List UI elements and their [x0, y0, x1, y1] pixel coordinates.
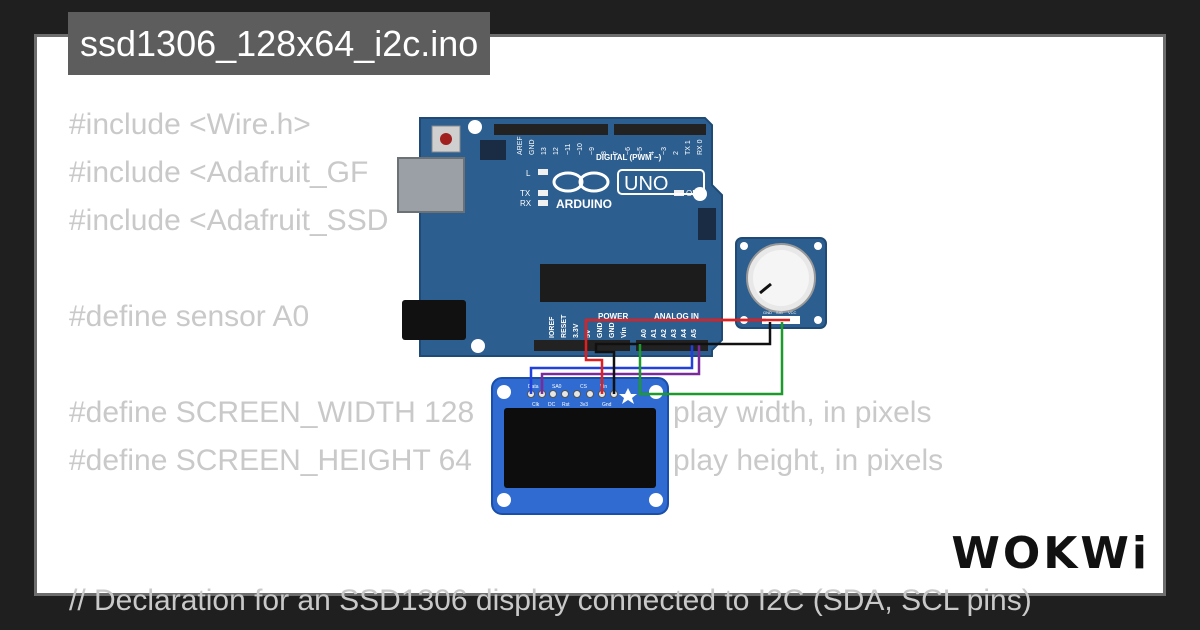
pin-label: ~3 — [661, 147, 668, 155]
l-label: L — [526, 169, 531, 178]
arduino-logo-text: ARDUINO — [556, 197, 612, 211]
pin-label: TX 1 — [685, 140, 692, 155]
wire-scl-purple — [540, 344, 701, 394]
oled-pin[interactable] — [561, 390, 569, 398]
oled-label-cs: CS — [580, 384, 588, 390]
pin-label: 12 — [553, 147, 560, 155]
mounting-hole — [471, 339, 485, 353]
code-line: #include <Wire.h> — [69, 108, 311, 141]
oled-label-3v3: 3v3 — [580, 402, 588, 408]
pot-label-vcc: VCC — [788, 310, 797, 315]
oled-label-rst: Rst — [562, 402, 570, 408]
code-line: #define SCREEN_HEIGHT 64 — [69, 444, 472, 477]
wires — [529, 318, 790, 396]
pin-label: Vin — [621, 327, 628, 338]
pin-label: GND — [609, 322, 616, 338]
led-l — [538, 169, 548, 175]
wire-sda-blue — [529, 344, 694, 394]
oled-label-dc: DC — [548, 402, 556, 408]
pin-label: A3 — [671, 329, 678, 338]
oled-pin[interactable] — [549, 390, 557, 398]
oled-label-vin: Vin — [600, 384, 607, 390]
pin-label: GND — [529, 139, 536, 155]
code-line: // Declaration for an SSD1306 display co… — [69, 584, 1032, 617]
pin-label: A1 — [651, 329, 658, 338]
uno-label: UNO — [624, 173, 668, 195]
code-line: #include <Adafruit_SSD — [69, 204, 389, 237]
power-jack — [402, 300, 466, 340]
code-line-tail: play height, in pixels — [673, 444, 944, 477]
pin-label: A4 — [681, 329, 688, 338]
digital-label: DIGITAL (PWM ~) — [596, 153, 662, 162]
digital-header-left — [494, 124, 608, 135]
on-label: ON — [686, 189, 698, 198]
wire-sensor-green — [638, 322, 784, 396]
pin-label: 3.3V — [573, 323, 580, 338]
oled-pin[interactable] — [586, 390, 594, 398]
analog-label: ANALOG IN — [654, 312, 699, 321]
oled-display-module[interactable]: Data SA0 CS Vin Clk DC Rst 3v3 Gnd — [491, 377, 669, 515]
pin-label: 2 — [673, 151, 680, 155]
pin-label: RX 0 — [697, 139, 704, 155]
pin-label: 4 — [649, 151, 656, 155]
pin-label: ~10 — [577, 143, 584, 155]
pin-label: A2 — [661, 329, 668, 338]
reset-button-cap[interactable] — [440, 133, 452, 145]
code-line: #include <Adafruit_GF — [69, 156, 369, 189]
oled-label-data: Data — [528, 384, 539, 390]
pin-label: IOREF — [549, 316, 556, 338]
potentiometer[interactable]: GND SIG VCC — [735, 237, 827, 329]
power-label: POWER — [598, 312, 628, 321]
pot-label-sig: SIG — [776, 310, 783, 315]
oled-screen — [504, 408, 656, 488]
pin-label: 8 — [601, 151, 608, 155]
icsp-header-2 — [698, 208, 716, 240]
pin-label: 7 — [613, 151, 620, 155]
code-line: #define sensor A0 — [69, 300, 310, 333]
led-rx — [538, 200, 548, 206]
oled-pin[interactable] — [573, 390, 581, 398]
potentiometer-knob-face — [753, 250, 809, 306]
uno-badge — [617, 169, 705, 195]
pin-label: ~5 — [637, 147, 644, 155]
star-icon — [619, 388, 637, 404]
code-line-tail: play width, in pixels — [673, 396, 932, 429]
oled-label-gnd: Gnd — [602, 402, 612, 408]
icsp-header — [480, 140, 506, 160]
pin-label: ~9 — [589, 147, 596, 155]
tx-label: TX — [520, 189, 531, 198]
code-line: #define SCREEN_WIDTH 128 — [69, 396, 475, 429]
usb-port — [397, 157, 465, 213]
pin-label: AREF — [517, 136, 524, 155]
wire-vcc-red — [584, 318, 766, 394]
rx-label: RX — [520, 199, 532, 208]
pin-label: 5V — [585, 329, 592, 338]
led-tx — [538, 190, 548, 196]
power-header — [534, 340, 630, 351]
pin-label: A0 — [641, 329, 648, 338]
pin-label: A5 — [691, 329, 698, 338]
file-title: ssd1306_128x64_i2c.ino — [68, 12, 491, 75]
pot-label-gnd: GND — [763, 310, 772, 315]
mounting-hole — [468, 120, 482, 134]
pin-label: ~11 — [565, 144, 572, 155]
reset-button[interactable] — [431, 125, 461, 153]
analog-header — [636, 340, 708, 351]
pin-label: GND — [597, 322, 604, 338]
infinity-logo-icon — [552, 171, 584, 193]
oled-label-clk: Clk — [532, 402, 540, 408]
pin-label: 13 — [541, 147, 548, 155]
knob-indicator — [759, 282, 772, 295]
oled-label-sa0: SA0 — [552, 384, 562, 390]
atmega-chip — [540, 264, 706, 302]
digital-header-right — [614, 124, 706, 135]
wokwi-logo: WOKWi — [951, 528, 1150, 579]
pin-label: ~6 — [625, 147, 632, 155]
arduino-uno-board[interactable]: ARDUINO UNO DIGITAL (PWM ~) ON L TX RX P… — [397, 117, 723, 357]
wire-gnd-black — [594, 322, 772, 394]
infinity-logo-icon — [578, 171, 610, 193]
pin-label: RESET — [561, 314, 568, 338]
